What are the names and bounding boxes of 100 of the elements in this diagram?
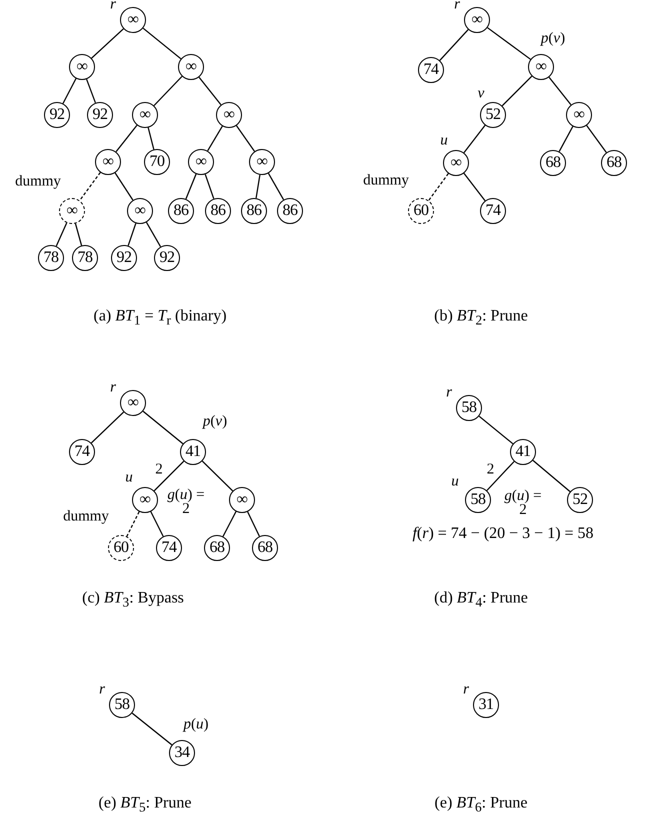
subfigure-caption: (e) BT$_{6}$: Prune — [434, 794, 528, 816]
tree-edge — [86, 78, 96, 104]
tree-node: ∞ — [69, 54, 95, 80]
tree-node: ∞ — [566, 102, 592, 128]
node-annotation: v — [478, 86, 484, 102]
tree-node: ∞ — [528, 54, 554, 80]
tree-edge — [198, 76, 222, 106]
tree-edge — [463, 124, 486, 154]
tree-edge — [478, 416, 514, 444]
tree-edge — [502, 76, 532, 106]
node-annotation: u — [451, 474, 459, 490]
tree-node: 86 — [205, 198, 231, 224]
tree-edge — [128, 223, 136, 246]
tree-node: ∞ — [120, 7, 146, 33]
tree-edge — [90, 412, 124, 444]
tree-edge — [532, 460, 570, 492]
tree-node: 92 — [44, 102, 70, 128]
tree-node: 92 — [154, 245, 180, 271]
tree-edge — [204, 174, 214, 199]
tree-edge — [146, 222, 162, 248]
node-annotation: g(u) = 2 — [503, 488, 543, 518]
tree-node: 68 — [252, 535, 278, 561]
tree-node: 92 — [111, 245, 137, 271]
dashed-tree-edge — [126, 511, 140, 537]
node-annotation: g(u) = 2 — [166, 488, 206, 516]
tree-edge — [558, 126, 574, 152]
tree-edge — [486, 461, 515, 491]
node-annotation: r — [110, 0, 116, 14]
subfigure-caption: (b) BT$_{2}$: Prune — [434, 307, 528, 329]
tree-node: 74 — [480, 198, 506, 224]
tree-node: 74 — [156, 535, 182, 561]
subfigure-caption: (d) BT$_{4}$: Prune — [434, 589, 528, 611]
tree-edge — [142, 410, 184, 444]
tree-edge — [268, 172, 284, 200]
tree-node: ∞ — [95, 149, 121, 175]
tree-node: 70 — [144, 149, 170, 175]
node-annotation: dummy — [363, 172, 409, 190]
tree-node: 68 — [601, 150, 627, 176]
tree-edge — [247, 511, 260, 537]
tree-edge — [487, 27, 531, 60]
tree-node: 68 — [540, 150, 566, 176]
tree-node: ∞ — [188, 149, 214, 175]
tree-edge — [148, 127, 154, 150]
node-annotation: r — [110, 380, 116, 396]
tree-node: ∞ — [464, 7, 490, 33]
tree-node: 68 — [204, 535, 230, 561]
subfigure-caption: (e) BT$_{5}$: Prune — [98, 794, 192, 816]
tree-edge — [463, 172, 486, 202]
dummy-tree-node: ∞ — [59, 198, 85, 224]
tree-node: 74 — [69, 439, 95, 465]
tree-edge — [62, 78, 77, 104]
tree-node: 86 — [168, 198, 194, 224]
tree-node: 41 — [180, 439, 206, 465]
tree-edge — [222, 511, 237, 537]
tree-edge — [256, 174, 260, 198]
tree-edge — [91, 28, 124, 59]
tree-node: 86 — [277, 198, 303, 224]
tree-node: 52 — [567, 487, 593, 513]
tree-node: 92 — [87, 102, 113, 128]
tree-node: 58 — [465, 487, 491, 513]
tree-node: 41 — [510, 439, 536, 465]
tree-edge — [56, 222, 68, 246]
tree-node: ∞ — [216, 102, 242, 128]
node-annotation: r — [454, 0, 460, 14]
tree-node: 78 — [38, 245, 64, 271]
node-annotation: dummy — [15, 174, 61, 190]
tree-node: 86 — [241, 198, 267, 224]
tree-edge — [202, 460, 234, 492]
node-annotation: r — [446, 384, 452, 402]
tree-edge — [114, 172, 134, 200]
tree-edge — [74, 223, 82, 246]
tree-node: ∞ — [132, 487, 158, 513]
subfigure-caption: (a) BT$_{1}$ = T$_{r}$ (binary) — [93, 307, 227, 329]
node-annotation: p(v) — [202, 414, 228, 430]
tree-edge — [236, 125, 256, 152]
tree-node: ∞ — [443, 150, 469, 176]
formula: f(r) = 74 − (20 − 3 − 1) = 58 — [412, 525, 594, 543]
dashed-tree-edge — [428, 173, 449, 201]
tree-edge — [586, 125, 607, 153]
node-annotation: p(v) — [540, 30, 566, 48]
node-annotation: r — [463, 682, 469, 698]
tree-edge — [132, 712, 172, 746]
tree-edge — [207, 126, 223, 152]
tree-edge — [142, 28, 182, 60]
node-annotation: u — [440, 132, 448, 150]
tree-edge — [116, 124, 138, 152]
tree-node: ∞ — [249, 149, 275, 175]
node-annotation: dummy — [63, 508, 109, 526]
tree-node: 31 — [473, 692, 499, 718]
subfigure-caption: (c) BT$_{3}$: Bypass — [82, 589, 184, 611]
dummy-tree-node: 60 — [108, 535, 134, 561]
tree-node: 58 — [456, 395, 482, 421]
node-annotation: r — [99, 682, 105, 698]
node-annotation: u — [125, 470, 133, 486]
tree-edge — [548, 76, 572, 106]
tree-node: ∞ — [132, 102, 158, 128]
tree-node: ∞ — [120, 390, 146, 416]
dummy-tree-node: 60 — [408, 198, 434, 224]
tree-node: 74 — [418, 57, 444, 83]
node-annotation: p(u) — [184, 716, 208, 734]
